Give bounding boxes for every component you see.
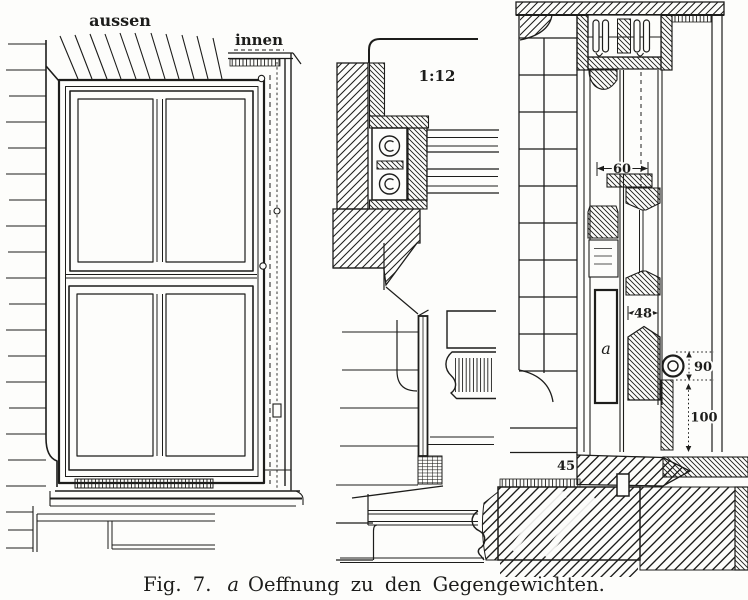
sash-rail-section bbox=[587, 205, 619, 239]
dim-90-label: 90 bbox=[694, 360, 712, 375]
window-board bbox=[446, 310, 496, 349]
pulley bbox=[378, 135, 401, 157]
end-grain bbox=[417, 455, 443, 485]
counterweight-opening bbox=[593, 288, 619, 405]
nosing-profile bbox=[445, 351, 496, 400]
dimension-48: 48 bbox=[627, 305, 659, 324]
head-pulley-box bbox=[576, 14, 673, 71]
opening-label: a bbox=[601, 339, 611, 358]
masonry-jamb bbox=[336, 62, 369, 210]
pulley-disc bbox=[592, 19, 600, 53]
access-plate-mark bbox=[272, 403, 282, 418]
caption-text: Oeffnung zu den Gegengewichten. bbox=[248, 573, 605, 596]
lower-sash bbox=[68, 285, 254, 471]
sash-rail-plan bbox=[426, 129, 499, 153]
middle-section-panel: 1:12 bbox=[332, 38, 499, 564]
sash-rail-plan bbox=[426, 168, 499, 194]
stone-sill bbox=[481, 454, 748, 577]
sash-window bbox=[57, 78, 292, 491]
left-elevation-panel: aussen innen bbox=[6, 11, 304, 552]
pulley-disc bbox=[601, 19, 610, 53]
dimension-90-100: 90 100 bbox=[676, 351, 720, 452]
window-sill bbox=[37, 490, 304, 550]
pulley-disc bbox=[642, 19, 651, 53]
scale-label: 1:12 bbox=[419, 67, 456, 85]
fastener-mark bbox=[273, 207, 281, 215]
figure-caption: Fig. 7. a Oeffnung zu den Gegengewichten. bbox=[143, 573, 605, 596]
pulley-mark bbox=[257, 74, 266, 83]
outside-label: aussen bbox=[89, 11, 151, 30]
inner-casing bbox=[228, 52, 302, 490]
sash-rail-section bbox=[625, 187, 661, 211]
weather-bar bbox=[74, 478, 214, 489]
caption-key: a bbox=[227, 573, 239, 596]
upper-sash bbox=[69, 90, 254, 272]
reveal-rays bbox=[59, 32, 223, 80]
brick-courses bbox=[6, 43, 46, 487]
pulley-box-plan bbox=[371, 127, 408, 201]
pulley-disc bbox=[633, 19, 641, 53]
pulley bbox=[378, 173, 401, 195]
caption-number: Fig. 7. bbox=[143, 573, 211, 596]
dim-45-label: 45 bbox=[557, 459, 575, 474]
lintel bbox=[515, 1, 725, 16]
weight-access-block bbox=[616, 473, 630, 497]
pulley-mark bbox=[259, 262, 267, 270]
inside-label: innen bbox=[235, 31, 283, 49]
sash-rail-section bbox=[625, 270, 661, 296]
dim-48-label: 48 bbox=[634, 307, 652, 322]
sash-cord bbox=[639, 210, 644, 273]
sill-section bbox=[336, 309, 496, 564]
bottom-rail-block bbox=[627, 325, 661, 401]
brick-reveal-grid bbox=[510, 15, 578, 455]
right-section-panel: 60 a 48 90 100 45 bbox=[481, 1, 748, 577]
dim-100-label: 100 bbox=[690, 411, 717, 426]
